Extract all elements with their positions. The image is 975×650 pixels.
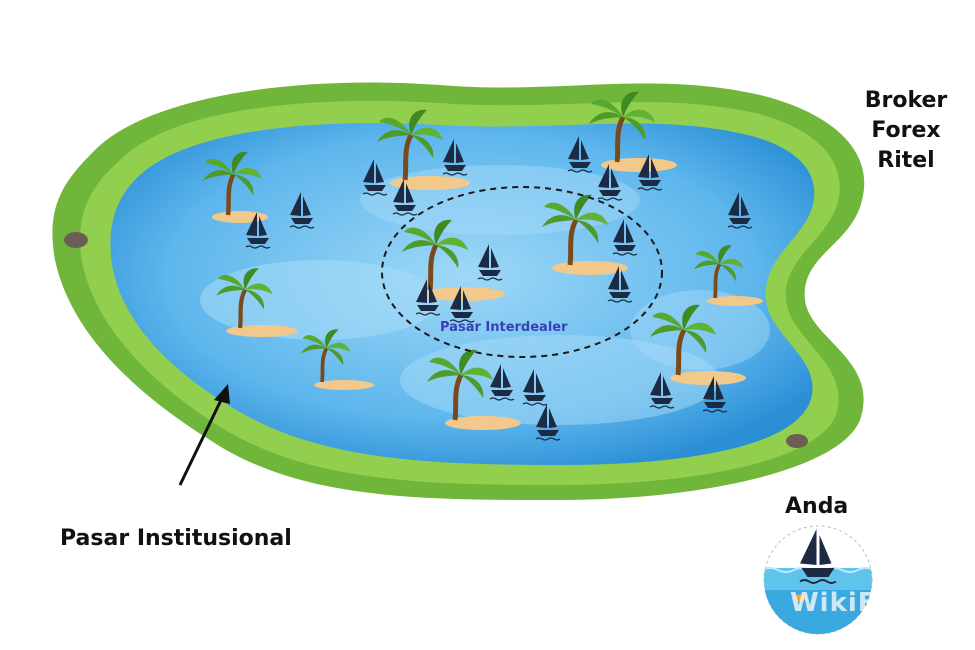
interdealer-boundary: [381, 186, 663, 358]
interdealer-market-label: Pasar Interdealer: [440, 320, 568, 335]
island: [427, 350, 521, 430]
island: [377, 110, 470, 190]
island: [692, 243, 763, 306]
arrow-icon: [178, 384, 230, 486]
island: [589, 92, 677, 172]
island: [402, 220, 505, 301]
broker-line-2: Forex: [871, 118, 941, 143]
island: [216, 268, 298, 337]
rock-left: [64, 232, 88, 248]
watermark-logo: WikiFX: [790, 588, 898, 618]
you-label: Anda: [785, 494, 849, 519]
island: [542, 195, 628, 275]
island: [299, 327, 374, 390]
broker-line-1: Broker: [864, 88, 948, 113]
you-boat-circle: [763, 525, 873, 635]
institutional-market-label: Pasar Institusional: [60, 526, 292, 551]
broker-forex-retail-label: Broker Forex Ritel: [846, 86, 966, 176]
island: [650, 305, 746, 385]
broker-line-3: Ritel: [877, 148, 935, 173]
rock-right: [786, 434, 808, 448]
